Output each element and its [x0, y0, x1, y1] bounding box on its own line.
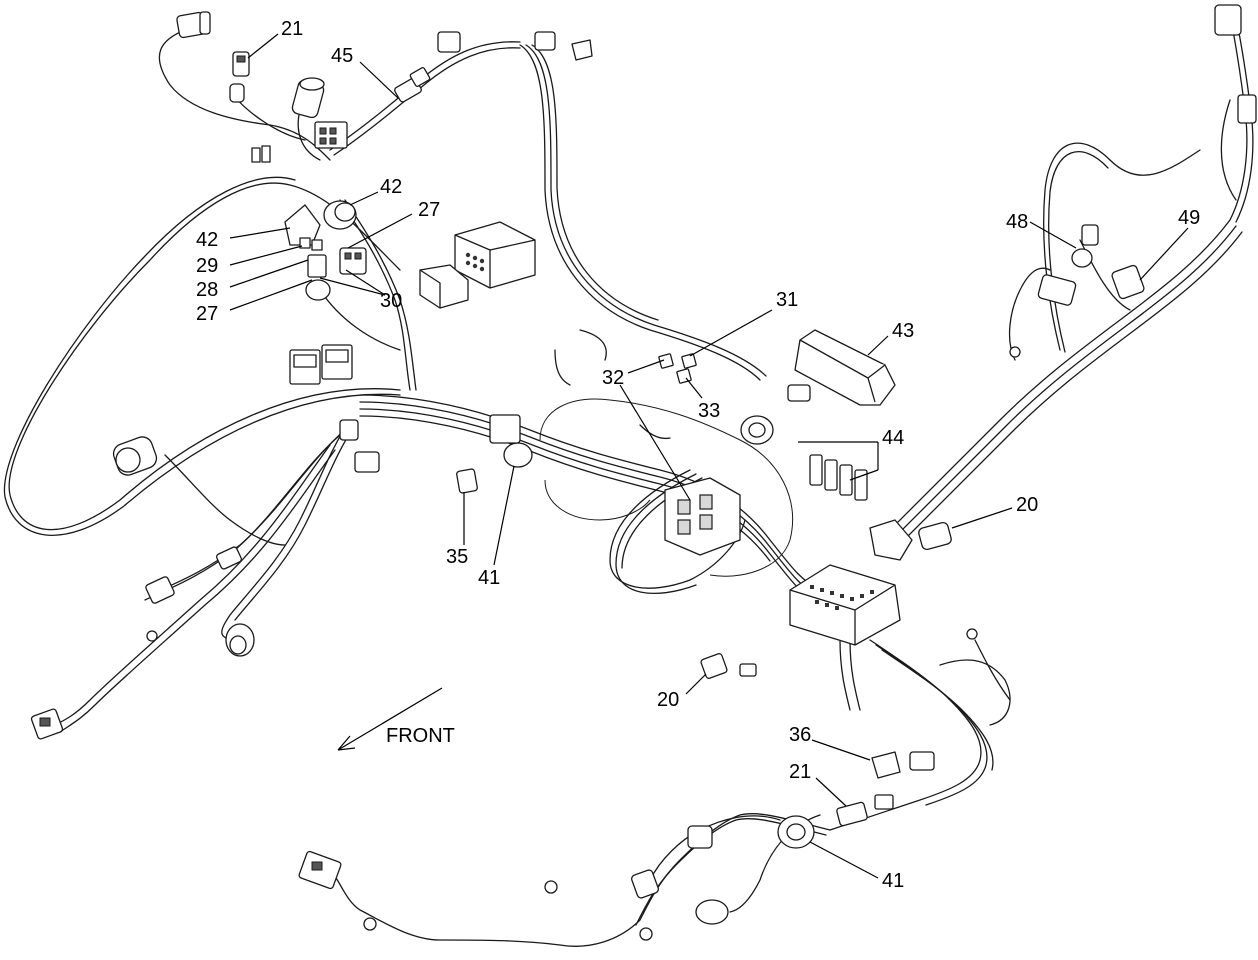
relay-box-center — [664, 477, 741, 556]
connector-21-lower — [836, 794, 894, 827]
mount-clip-bottom-2 — [544, 880, 558, 894]
callout-27-top: 27 — [418, 199, 440, 221]
callout-33: 33 — [698, 400, 720, 422]
small-cylinder-connector — [229, 83, 245, 103]
connector-bottom-left — [30, 708, 64, 740]
grommet-48 — [1071, 224, 1099, 268]
relay-42-left — [284, 204, 321, 246]
front-arrow-head-icon — [337, 735, 356, 751]
ring-terminal-upper — [1009, 346, 1021, 358]
callout-28: 28 — [196, 279, 218, 301]
relay-42-right — [323, 200, 357, 230]
callout-43: 43 — [892, 320, 914, 342]
relay-block-left — [289, 344, 353, 385]
callout-labels: 21 45 42 27 42 29 28 27 30 31 32 33 43 4… — [196, 18, 1200, 892]
callout-32: 32 — [602, 367, 624, 389]
callout-29: 29 — [196, 255, 218, 277]
callout-21-top: 21 — [281, 18, 303, 40]
harness-wires — [3, 14, 1254, 947]
top-connector-pair — [437, 31, 593, 61]
connectors-bottom-center — [631, 825, 729, 925]
callout-41-lower: 41 — [882, 870, 904, 892]
harness-clip-left — [251, 145, 271, 163]
multi-pin-connector-large — [454, 221, 536, 289]
mount-clip-bottom-3 — [639, 927, 653, 941]
callout-41-center: 41 — [478, 567, 500, 589]
connector-45 — [394, 67, 431, 103]
callout-42-right: 42 — [380, 176, 402, 198]
mount-clip-bottom — [363, 917, 377, 931]
connector-41-center — [489, 414, 533, 468]
callout-20-lower: 20 — [657, 689, 679, 711]
callout-27-bottom: 27 — [196, 303, 218, 325]
connector-upper-right-mid — [1037, 274, 1077, 306]
front-direction-indicator: FRONT — [337, 687, 455, 751]
top-left-connector — [176, 11, 211, 39]
harness-components — [30, 4, 1257, 941]
terminal-block-top — [314, 121, 348, 149]
callout-31: 31 — [776, 289, 798, 311]
connector-bottom-far-left — [298, 850, 342, 890]
leader-lines — [229, 33, 1189, 879]
connector-20-lower — [700, 653, 757, 679]
callout-36: 36 — [789, 724, 811, 746]
blade-fuses-44 — [809, 454, 868, 501]
front-arrow-line — [337, 687, 443, 751]
mount-clip — [146, 630, 158, 642]
callout-44: 44 — [882, 427, 904, 449]
fuse-cover-43 — [794, 329, 896, 406]
multi-pin-connector-small — [419, 264, 469, 309]
ring-terminal — [966, 628, 978, 640]
connector-21-top — [232, 51, 250, 77]
callout-42-left: 42 — [196, 229, 218, 251]
round-grommet — [740, 384, 811, 445]
round-connector-lower-left — [225, 623, 255, 657]
callout-48: 48 — [1006, 211, 1028, 233]
connector-20-right — [869, 519, 952, 561]
main-fuse-box — [789, 564, 901, 646]
callout-45: 45 — [331, 45, 353, 67]
callout-35: 35 — [446, 546, 468, 568]
mini-fuses-31-33 — [658, 353, 697, 384]
callout-30: 30 — [380, 290, 402, 312]
callout-49: 49 — [1178, 207, 1200, 229]
front-label: FRONT — [386, 725, 455, 747]
connector-left-center — [339, 419, 380, 473]
connector-49 — [1111, 264, 1145, 300]
connector-lower-left-1 — [145, 546, 243, 604]
cylinder-relay — [291, 77, 325, 119]
connector-41-lower — [777, 815, 815, 849]
connector-upper-right-corner — [1214, 4, 1257, 124]
callout-21-lower: 21 — [789, 761, 811, 783]
callout-20-right: 20 — [1016, 494, 1038, 516]
terminal-35 — [456, 468, 478, 494]
connector-cluster-27-30 — [299, 237, 367, 301]
round-connector-left — [112, 436, 158, 476]
connector-36 — [871, 751, 935, 779]
